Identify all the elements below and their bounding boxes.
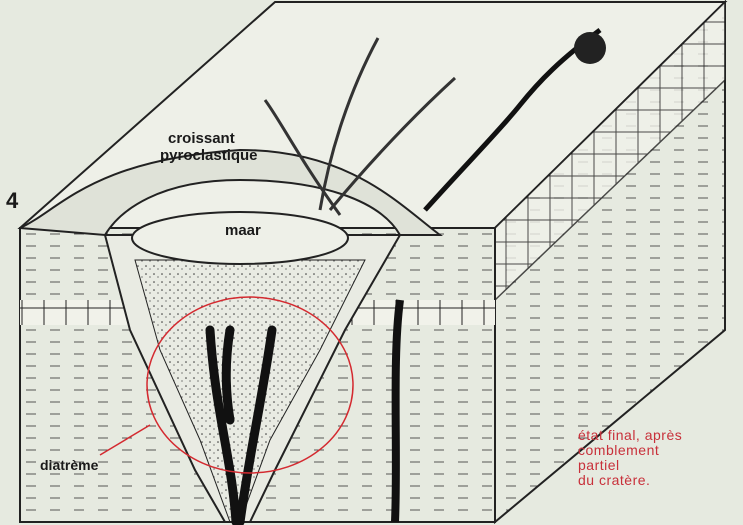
label-maar: maar <box>225 222 261 239</box>
caption-line: comblement <box>578 442 660 458</box>
annotation-circle <box>146 296 354 474</box>
pyroclastic-crescent <box>16 148 443 237</box>
label-diatreme: diatrème <box>40 457 99 473</box>
label-pyroclastique: pyroclastique <box>160 147 258 164</box>
caption-line: état final, après <box>578 427 683 443</box>
caption-line: partiel <box>578 457 620 473</box>
caption-line: du cratère. <box>578 472 651 488</box>
figure-number: 4 <box>6 188 19 213</box>
eruption-plume <box>263 37 457 216</box>
caption: état final, après comblement partiel du … <box>578 428 682 488</box>
label-croissant: croissant <box>168 130 235 147</box>
annotation-pointer <box>99 424 151 456</box>
lava-flow <box>423 28 602 212</box>
scoria-cone <box>574 32 606 64</box>
feeder-dyke <box>205 325 277 525</box>
maar-lake <box>131 211 349 265</box>
side-dyke <box>391 299 404 523</box>
